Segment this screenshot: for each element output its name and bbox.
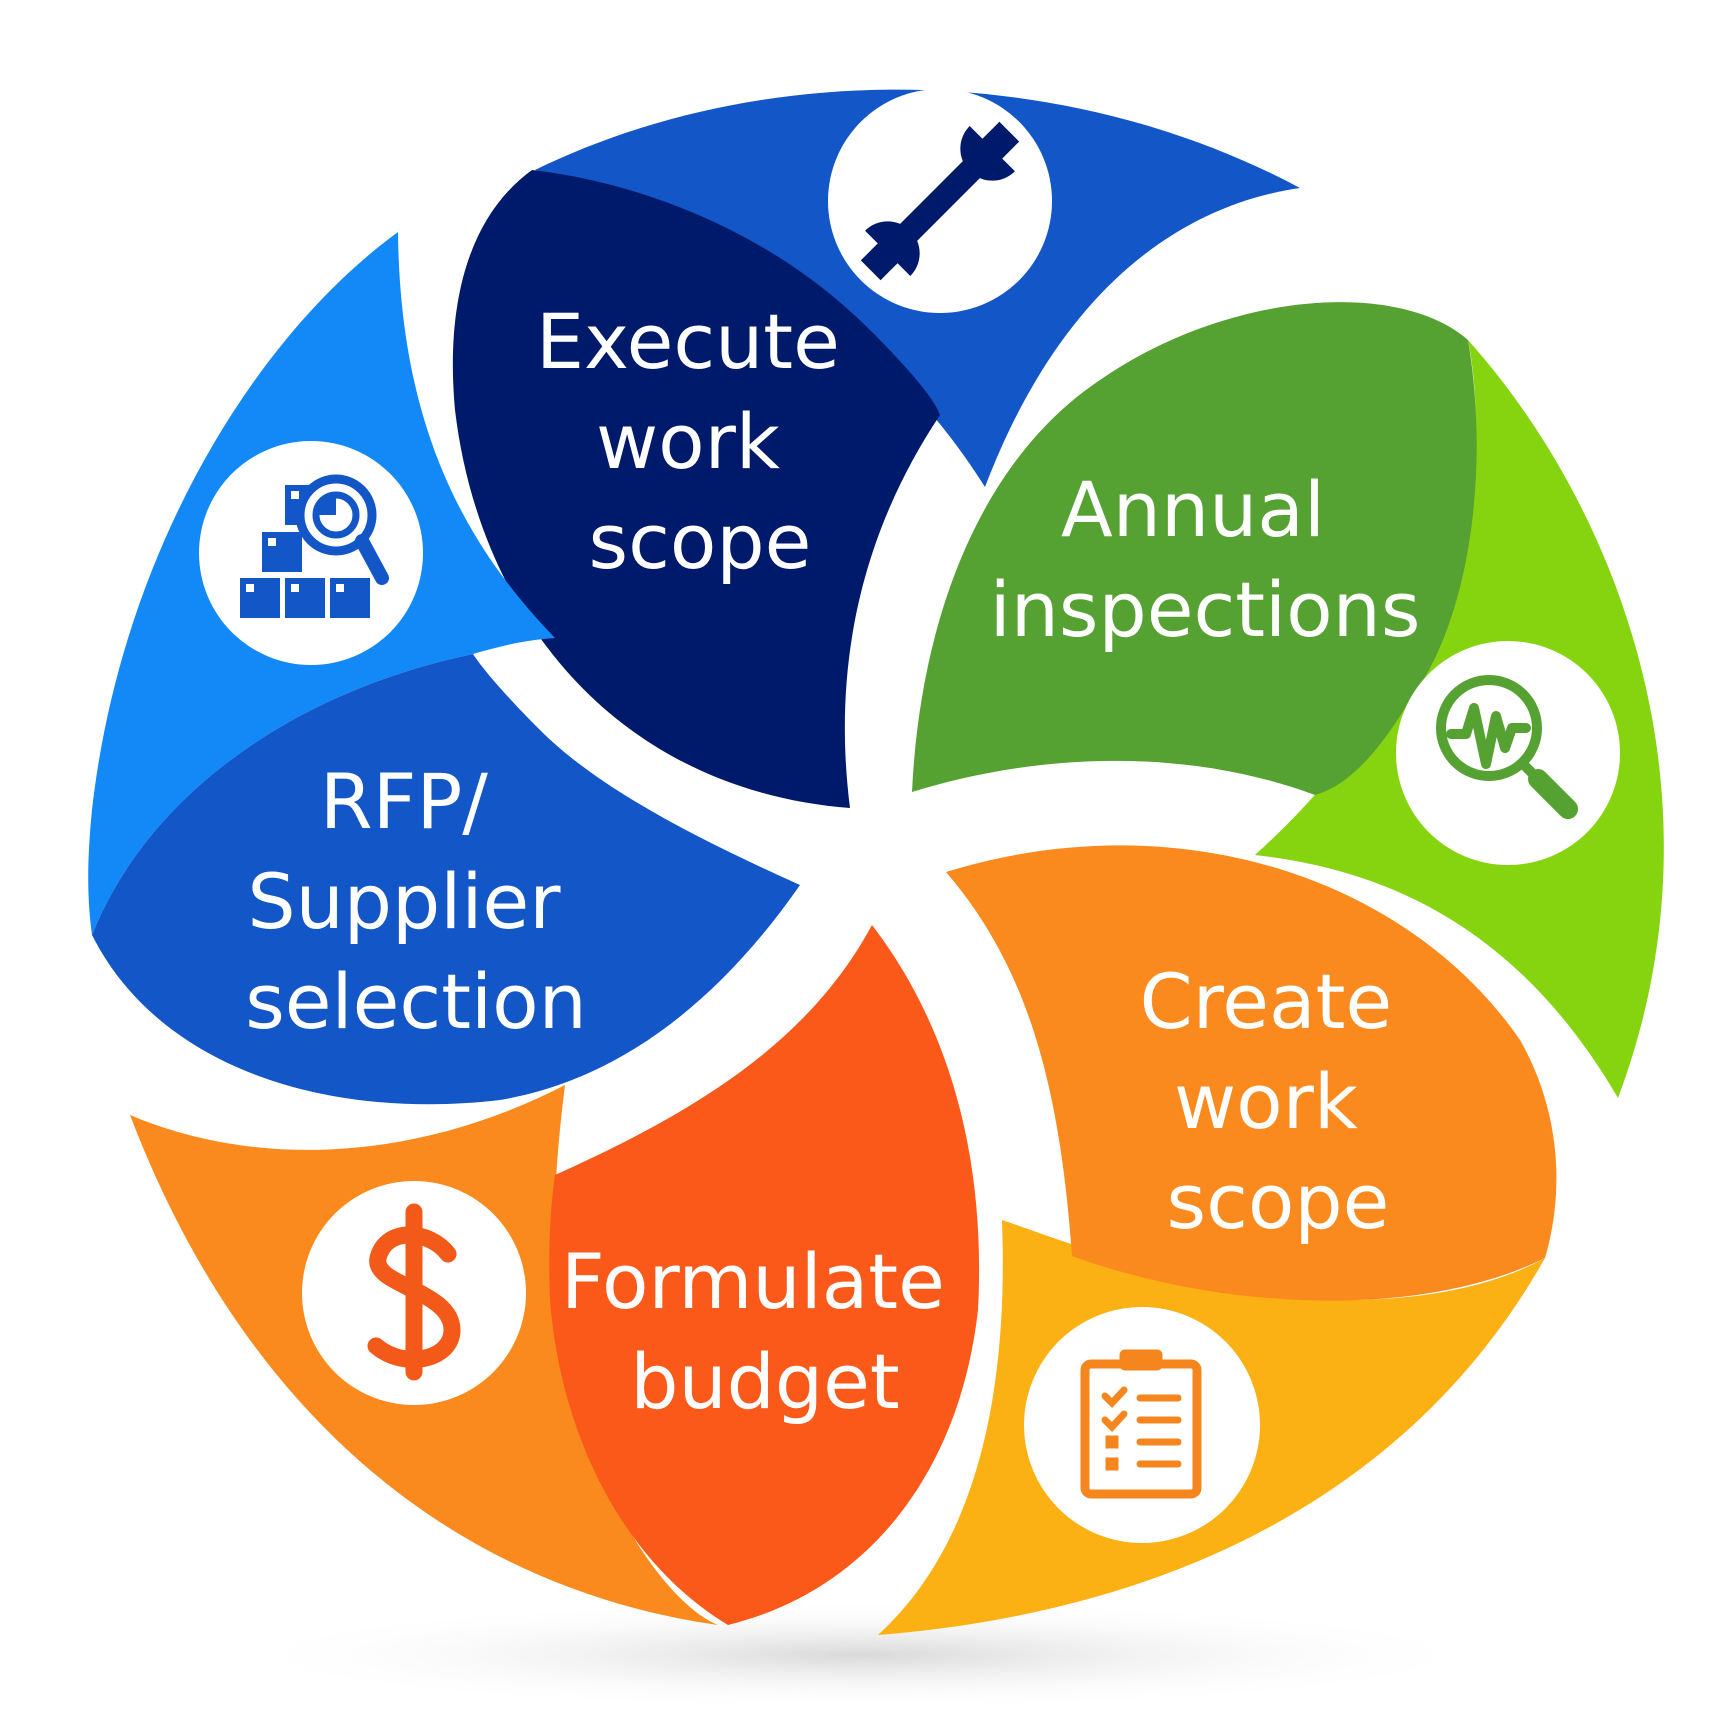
segment-rfp-label-line: RFP/: [320, 757, 488, 846]
ground-shadow: [220, 1600, 1500, 1710]
segment-rfp-label: RFP/ Supplier selection: [245, 757, 587, 1046]
segment-annual[interactable]: Annual inspections: [912, 302, 1664, 1098]
segment-execute-label-line: work: [596, 397, 780, 486]
segment-execute-label-line: Execute: [536, 297, 840, 386]
segment-create-label-line: scope: [1167, 1157, 1390, 1246]
segment-execute-label: Execute work scope: [536, 297, 864, 586]
segment-create-label-line: work: [1174, 1057, 1358, 1146]
segment-annual-icon-disc: [1396, 641, 1620, 865]
segment-budget-label-line: Formulate: [561, 1237, 945, 1326]
clipboard-checklist-icon: [1080, 1349, 1202, 1499]
segment-budget[interactable]: Formulate budget: [130, 925, 980, 1625]
segment-rfp[interactable]: RFP/ Supplier selection: [88, 232, 800, 1105]
clipboard-check-rows: [1101, 1386, 1182, 1468]
segment-create-inner: [946, 845, 1557, 1301]
segment-budget-inner: [549, 925, 980, 1625]
segment-rfp-label-line: Supplier: [247, 857, 561, 946]
segment-budget-label: Formulate budget: [561, 1237, 969, 1426]
segment-execute[interactable]: Execute work scope: [452, 89, 1300, 808]
segment-rfp-icon-disc: [199, 441, 423, 665]
segment-execute-inner: [452, 170, 940, 808]
wrench-icon: [860, 121, 1020, 281]
segment-rfp-label-line: selection: [245, 957, 587, 1046]
segment-budget-label-line: budget: [630, 1337, 899, 1426]
segment-annual-label: Annual inspections: [990, 465, 1421, 654]
segment-create[interactable]: Create work scope: [878, 845, 1557, 1635]
boxes-magnifier-icon: [240, 474, 389, 618]
segment-create-label-line: Create: [1140, 957, 1393, 1046]
segment-annual-inner: [912, 302, 1477, 795]
segment-annual-label-line: Annual: [1061, 465, 1325, 554]
segment-create-label: Create work scope: [1140, 957, 1417, 1246]
dollar-icon: [367, 1203, 461, 1381]
segment-execute-label-line: scope: [589, 497, 812, 586]
clipboard-clip: [1119, 1349, 1163, 1371]
magnifier-pulse-icon: [1436, 675, 1578, 819]
segment-rfp-inner: [92, 654, 800, 1105]
segment-annual-label-line: inspections: [990, 565, 1421, 654]
segment-create-icon-disc: [1024, 1307, 1260, 1543]
